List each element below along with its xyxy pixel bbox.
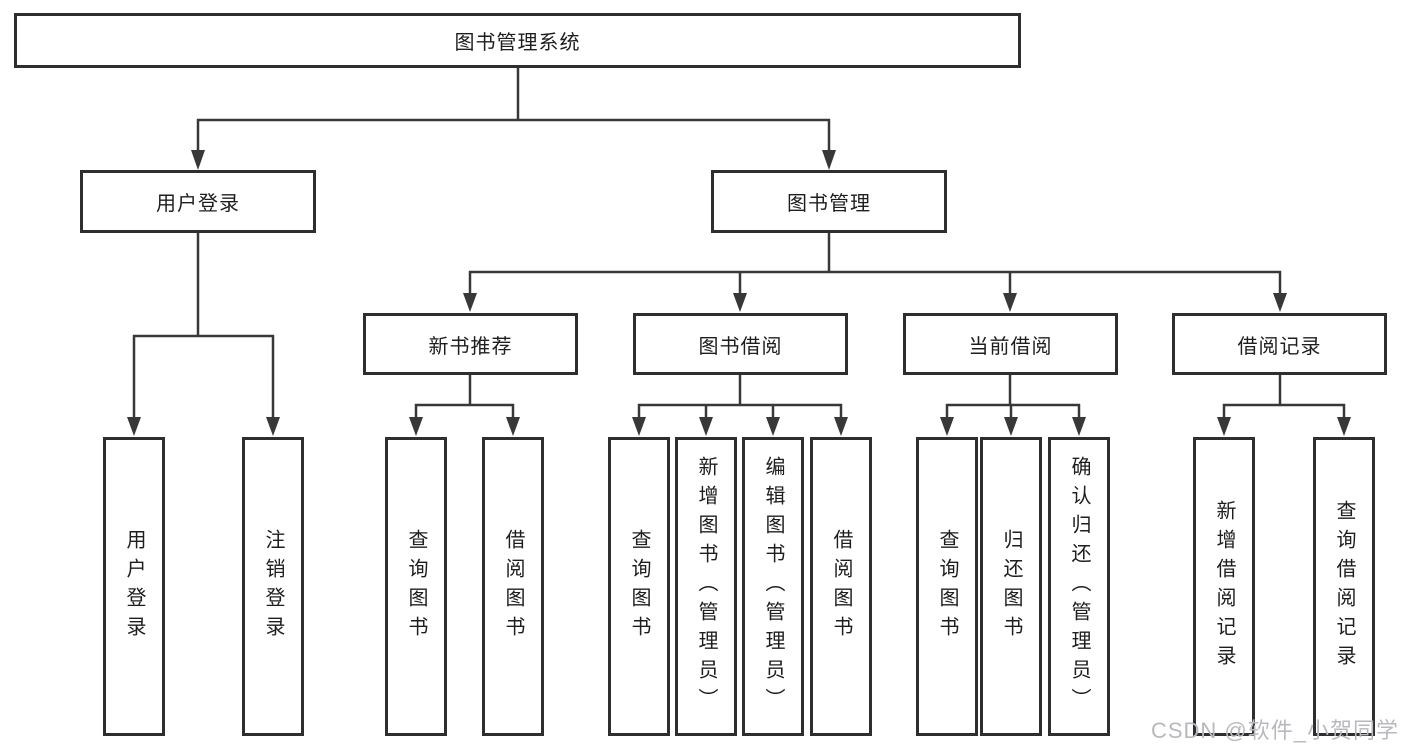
arrowhead-icons bbox=[127, 150, 1351, 436]
leaf-confirm-return-admin-label: 确认归还（管理员） bbox=[1068, 456, 1090, 717]
leaf-add-book-admin-label: 新增图书（管理员） bbox=[695, 456, 717, 717]
node-root-library-system: 图书管理系统 bbox=[14, 13, 1021, 68]
leaf-query-books-recommend-label: 查询图书 bbox=[405, 528, 427, 645]
node-user-login: 用户登录 bbox=[80, 170, 316, 233]
leaf-query-borrow-record: 查询借阅记录 bbox=[1313, 437, 1375, 736]
leaf-return-book: 归还图书 bbox=[980, 437, 1042, 736]
leaf-logout-label: 注销登录 bbox=[262, 528, 284, 645]
leaf-logout: 注销登录 bbox=[242, 437, 304, 736]
leaf-query-books-borrow-label: 查询图书 bbox=[628, 528, 650, 645]
watermark: CSDN @软件_小贺同学 bbox=[1150, 718, 1399, 743]
leaf-borrow-books-recommend: 借阅图书 bbox=[482, 437, 544, 736]
leaf-borrow-books-label: 借阅图书 bbox=[830, 528, 852, 645]
leaf-add-borrow-record-label: 新增借阅记录 bbox=[1213, 499, 1235, 674]
leaf-borrow-books: 借阅图书 bbox=[810, 437, 872, 736]
leaf-edit-book-admin-label: 编辑图书（管理员） bbox=[762, 456, 784, 717]
leaf-user-login: 用户登录 bbox=[103, 437, 165, 736]
node-current-borrow: 当前借阅 bbox=[903, 313, 1118, 375]
leaf-add-borrow-record: 新增借阅记录 bbox=[1193, 437, 1255, 736]
node-book-borrow: 图书借阅 bbox=[633, 313, 848, 375]
leaf-query-borrow-record-label: 查询借阅记录 bbox=[1333, 499, 1355, 674]
leaf-borrow-books-recommend-label: 借阅图书 bbox=[502, 528, 524, 645]
leaf-add-book-admin: 新增图书（管理员） bbox=[675, 437, 737, 736]
leaf-confirm-return-admin: 确认归还（管理员） bbox=[1048, 437, 1110, 736]
leaf-edit-book-admin: 编辑图书（管理员） bbox=[742, 437, 804, 736]
leaf-user-login-label: 用户登录 bbox=[123, 528, 145, 645]
node-borrow-records: 借阅记录 bbox=[1172, 313, 1387, 375]
leaf-return-book-label: 归还图书 bbox=[1000, 528, 1022, 645]
node-new-book-recommend: 新书推荐 bbox=[363, 313, 578, 375]
leaf-query-books-recommend: 查询图书 bbox=[385, 437, 447, 736]
leaf-query-books-current: 查询图书 bbox=[916, 437, 978, 736]
leaf-query-books-current-label: 查询图书 bbox=[936, 528, 958, 645]
node-book-management: 图书管理 bbox=[711, 170, 947, 233]
leaf-query-books-borrow: 查询图书 bbox=[608, 437, 670, 736]
